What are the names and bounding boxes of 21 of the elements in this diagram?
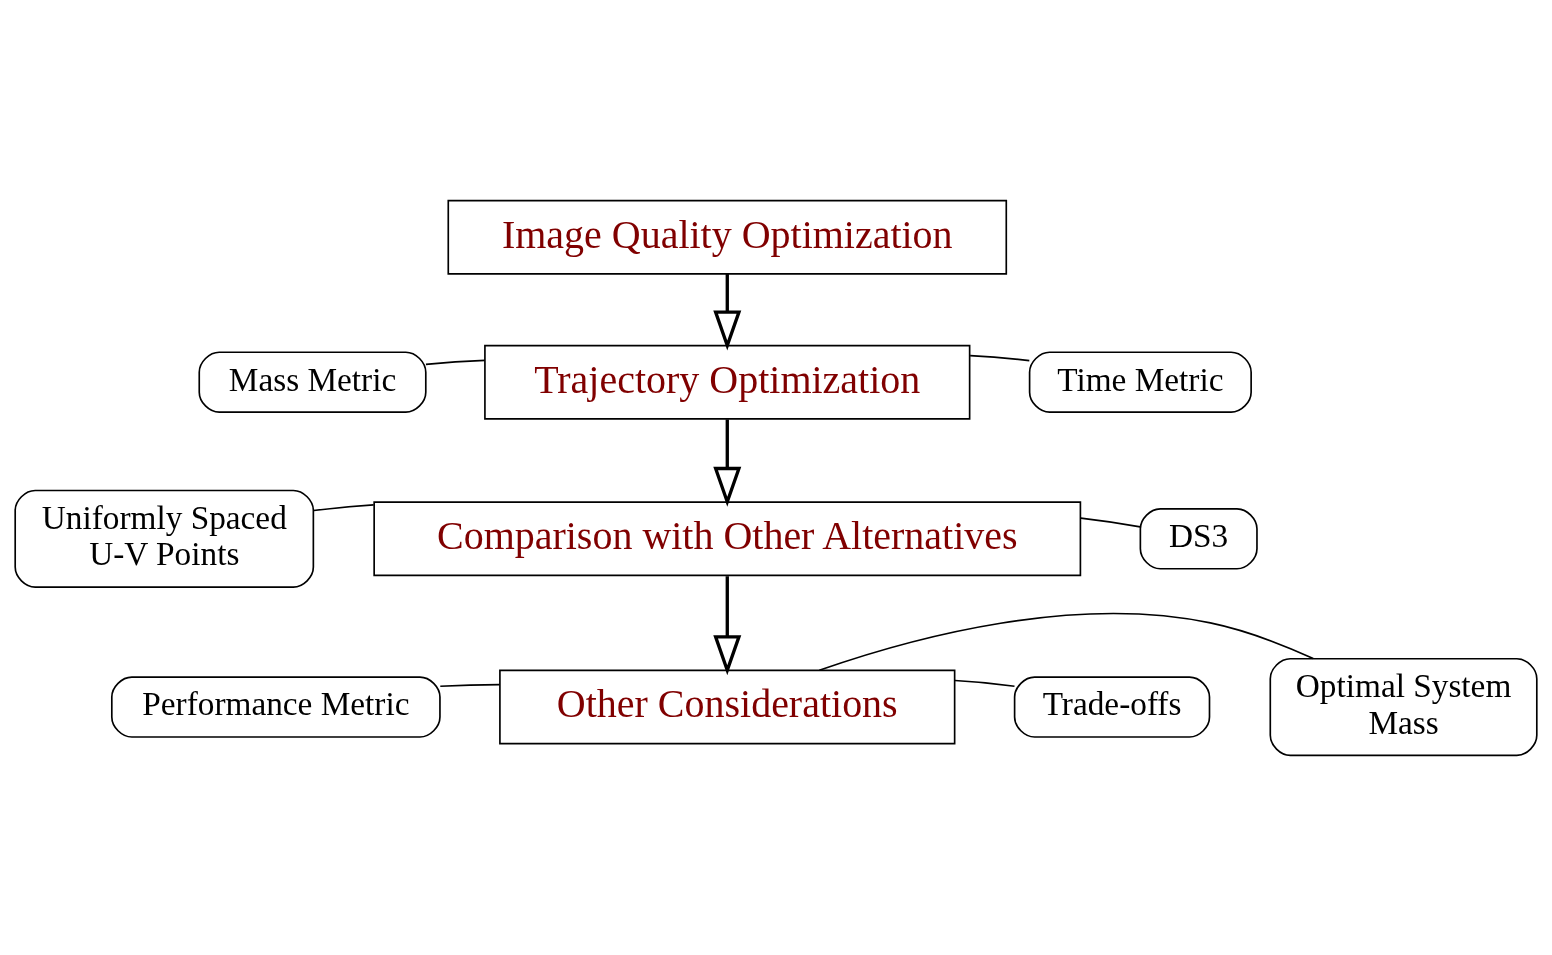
connector (954, 679, 1016, 687)
node-box: Uniformly Spaced U-V Points (14, 489, 315, 588)
node-box: Image Quality Optimization (447, 199, 1008, 275)
node-box: Trade-offs (1013, 675, 1211, 738)
node-box: Other Considerations (499, 669, 956, 744)
arrow (713, 273, 742, 351)
node-box: Optimal System Mass (1269, 657, 1538, 756)
node-box: Comparison with Other Alternatives (373, 500, 1082, 576)
connector (439, 683, 501, 687)
node-box: Performance Metric (110, 675, 441, 738)
arrow (713, 418, 742, 507)
connector (425, 359, 486, 365)
node-box: DS3 (1139, 507, 1258, 570)
node-box: Trajectory Optimization (484, 344, 971, 420)
connector (1080, 516, 1142, 528)
node-box: Mass Metric (198, 350, 427, 413)
connector (818, 612, 1315, 671)
connector (969, 354, 1031, 361)
node-box: Time Metric (1028, 350, 1252, 413)
arrow (713, 575, 742, 675)
connector (313, 503, 375, 511)
